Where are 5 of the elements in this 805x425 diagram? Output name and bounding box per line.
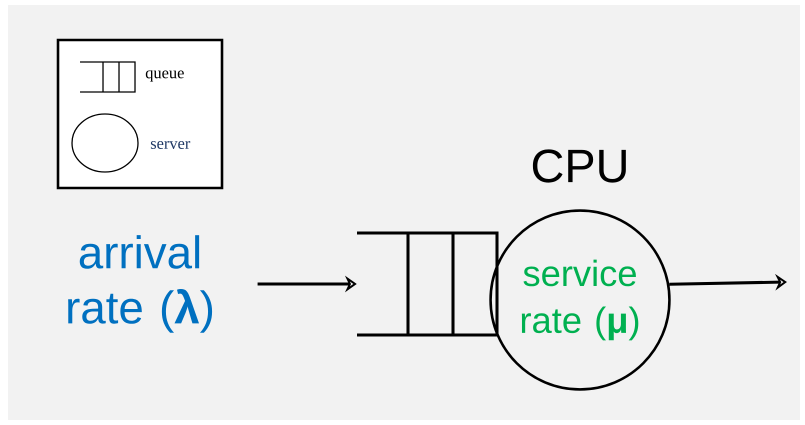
queue-drawing bbox=[355, 231, 499, 337]
legend-label: queue bbox=[146, 70, 184, 82]
rate-text: arrival rate (λ) bbox=[68, 235, 212, 333]
legend-label: server bbox=[150, 141, 190, 149]
server-heading: CPU bbox=[532, 149, 626, 183]
